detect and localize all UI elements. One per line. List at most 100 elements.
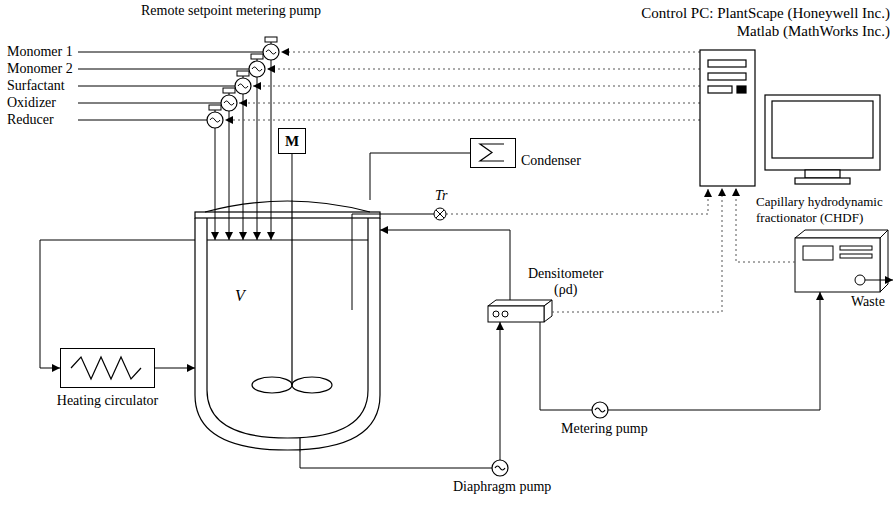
metering-pump-symbol	[207, 37, 279, 128]
metering-pump-symbol-part	[207, 105, 223, 128]
condenser-symbol-text-group: Condenser	[521, 153, 581, 169]
chdf-instrument-label: Capillary hydrodynamic fractionator (CHD…	[756, 194, 892, 226]
heating-circulator-label: Heating circulator	[57, 393, 158, 409]
chdf-instrument: Capillary hydrodynamic fractionator (CHD…	[795, 230, 882, 292]
signal-lines-part	[253, 86, 700, 87]
chdf-icon-part	[795, 230, 888, 238]
part-label: Surfactant	[6, 78, 66, 94]
part-label: Monomer 2	[6, 61, 74, 77]
densitometer-icon	[488, 300, 552, 322]
densitometer-icon-part	[488, 300, 552, 306]
part-label: Waste	[850, 294, 886, 310]
signal-lines-part	[281, 52, 700, 53]
reactor-vessel-outline	[195, 200, 380, 452]
signal-lines	[225, 52, 708, 214]
condenser-symbol: Condenser	[470, 138, 516, 168]
chdf-icon-part	[840, 246, 872, 250]
sensor-label: Tr	[434, 188, 448, 204]
chdf-icon-part	[880, 230, 888, 292]
reactor-vessel-outline-part	[195, 218, 380, 450]
chdf-icon-part	[855, 275, 865, 285]
heating-circulator: Heating circulator	[60, 348, 155, 388]
chdf-instrument-text-group: Capillary hydrodynamic fractionator (CHD…	[756, 194, 892, 226]
metering-pump-symbol-part	[235, 71, 251, 94]
motor-box-text-group: M	[279, 129, 305, 153]
part-label: Reducer	[6, 112, 55, 128]
reactor-vessel-outline-part	[207, 218, 368, 438]
control-pc-icon-part	[700, 50, 755, 186]
control-pc-icon-part	[805, 170, 840, 178]
pump-symbol	[492, 402, 608, 476]
reactor-vessel-outline-part	[252, 377, 292, 393]
reactor-vessel: V	[195, 200, 380, 452]
chdf-icon-part	[795, 238, 880, 292]
densitometer-text-group: Densitometer(ρd)	[528, 266, 603, 298]
process-line	[370, 153, 470, 200]
reactor-vessel-outline-part	[292, 377, 332, 393]
reactor-vessel-outline-part	[207, 239, 368, 240]
temperature-sensor-part	[436, 210, 444, 218]
feed-lines-part	[215, 128, 216, 240]
control-pc-icon-part	[708, 73, 746, 80]
temperature-sensor-part	[436, 210, 444, 218]
part-label: Monomer 1	[6, 44, 74, 60]
densitometer-icon-part	[488, 306, 544, 322]
pump-symbol-part	[495, 466, 505, 470]
metering-pump-symbol-part	[249, 54, 265, 77]
control-pc-icon-part	[772, 101, 873, 158]
reactor-vessel-outline-part	[299, 438, 300, 452]
feed-lines-part	[78, 52, 263, 53]
process-line	[291, 154, 292, 200]
feed-lines-part	[257, 77, 258, 240]
pump-symbol-part	[492, 460, 508, 476]
temperature-sensor-part	[352, 214, 434, 310]
control-pc-icon-part	[765, 95, 880, 170]
pump-symbol-part	[592, 402, 608, 418]
heating-circulator-text-group: Heating circulator	[57, 393, 158, 409]
densitometer: Densitometer(ρd)	[488, 300, 552, 322]
condenser-symbol-label: Condenser	[521, 153, 581, 169]
chdf-icon-part	[840, 254, 872, 258]
signal-lines-part	[446, 189, 708, 214]
densitometer-label: (ρd)	[528, 282, 603, 298]
control-pc-icon-part	[708, 86, 732, 93]
control-pc-text-group: Control PC: PlantScape (Honeywell Inc.) …	[620, 4, 890, 40]
chdf-icon-part	[803, 246, 833, 260]
control-pc: Control PC: PlantScape (Honeywell Inc.) …	[620, 4, 890, 188]
feed-lines-part	[229, 111, 230, 240]
metering-pump-symbol-part	[221, 88, 237, 111]
control-pc-icon-part	[708, 60, 746, 67]
motor-box: M	[278, 128, 306, 154]
densitometer-label: Densitometer	[528, 266, 603, 282]
process-line	[380, 230, 510, 300]
reactor-vessel-text-group: V	[235, 288, 245, 304]
feed-lines-part	[271, 60, 272, 240]
densitometer-icon-part	[544, 300, 552, 322]
process-line	[540, 292, 820, 410]
control-pc-label: Control PC: PlantScape (Honeywell Inc.) …	[620, 4, 890, 40]
chdf-icon	[795, 230, 893, 292]
reactor-vessel-label: V	[235, 288, 245, 304]
feed-lines-part	[78, 103, 221, 104]
part-label: Remote setpoint metering pump	[140, 3, 322, 19]
reactor-vessel-outline-part	[291, 200, 292, 385]
signal-lines-part	[267, 69, 700, 70]
chdf-icon-part	[865, 280, 893, 281]
feed-lines-part	[78, 69, 249, 70]
pump-symbol-part	[595, 408, 605, 412]
control-pc-icon-part	[737, 86, 746, 93]
feed-lines-part	[78, 86, 235, 87]
condenser-symbol-outline-part	[480, 144, 504, 161]
temperature-sensor	[352, 208, 446, 310]
densitometer-icon-part	[493, 311, 499, 317]
reactor-vessel-outline-part	[195, 212, 380, 218]
part-label: Oxidizer	[6, 95, 57, 111]
motor-box-label: M	[285, 133, 299, 149]
condenser-symbol-outline	[471, 139, 515, 167]
